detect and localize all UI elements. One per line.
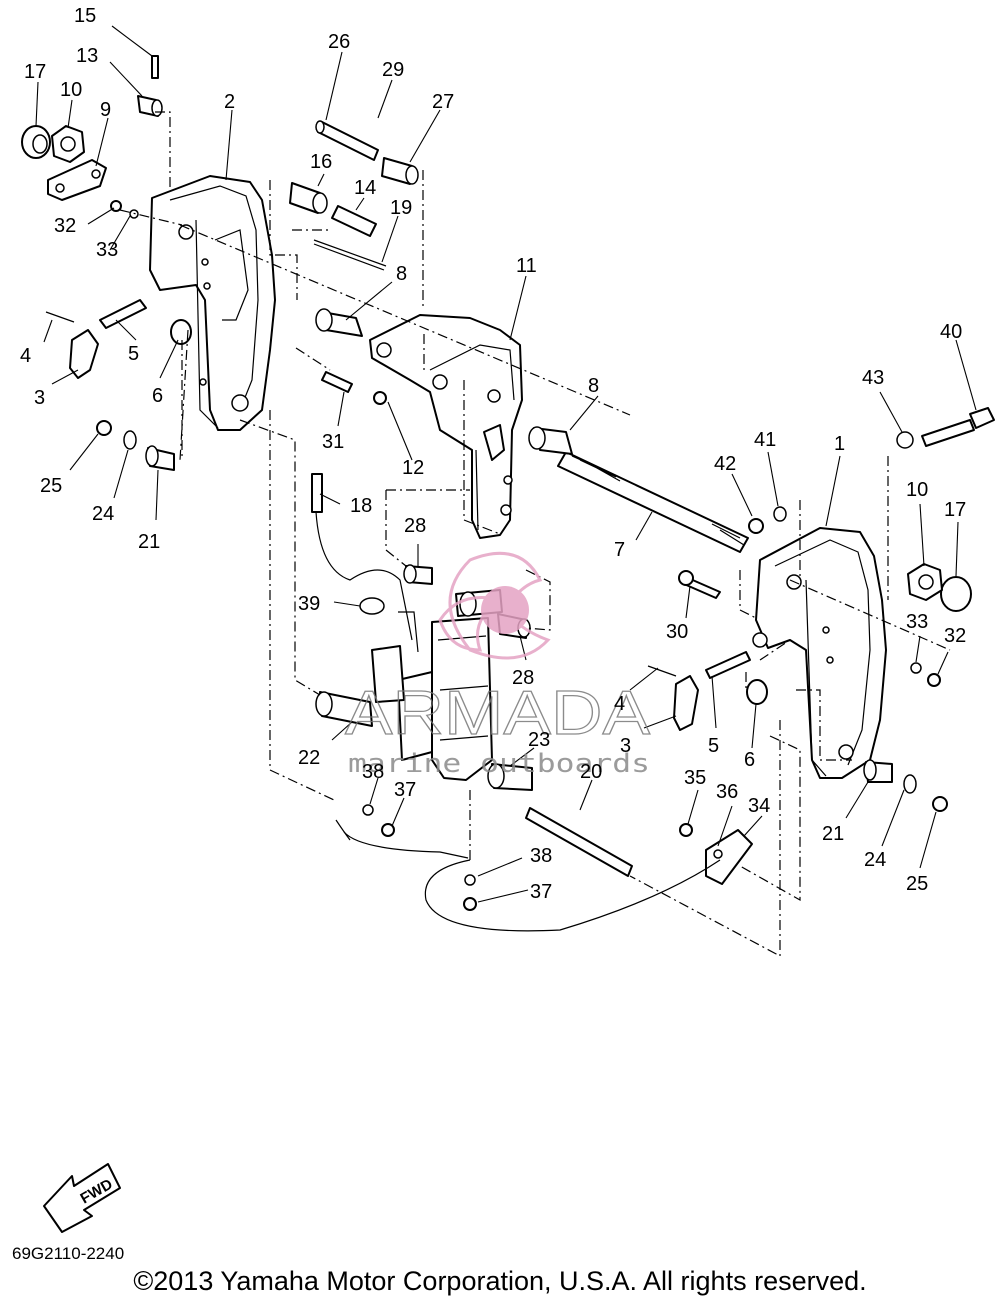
- callout: 3: [620, 735, 631, 757]
- callout: 5: [128, 343, 139, 365]
- callout: 4: [20, 345, 31, 367]
- callout: 30: [666, 621, 688, 643]
- callout: 16: [310, 151, 332, 173]
- callout: 28: [512, 667, 534, 689]
- callout: 21: [138, 531, 160, 553]
- callout: 25: [906, 873, 928, 895]
- callout: 31: [322, 431, 344, 453]
- watermark-tagline: marine outboards: [348, 749, 650, 779]
- callout: 10: [906, 479, 928, 501]
- callout: 37: [530, 881, 552, 903]
- callout: 29: [382, 59, 404, 81]
- callout: 36: [716, 781, 738, 803]
- fwd-arrow: FWD: [43, 1163, 121, 1233]
- callout: 11: [516, 255, 537, 277]
- callout: 28: [404, 515, 426, 537]
- callout: 3: [34, 387, 45, 409]
- callout: 27: [432, 91, 454, 113]
- callout: 5: [708, 735, 719, 757]
- callout: 13: [76, 45, 98, 67]
- callout: 35: [684, 767, 706, 789]
- callout: 19: [390, 197, 412, 219]
- callout: 38: [530, 845, 552, 867]
- callout: 25: [40, 475, 62, 497]
- callout: 24: [864, 849, 886, 871]
- tilt-shaft: [557, 451, 749, 553]
- callout: 15: [74, 5, 96, 27]
- callout: 1: [834, 433, 845, 455]
- callout: 24: [92, 503, 114, 525]
- callout: 8: [396, 263, 407, 285]
- callout: 43: [862, 367, 884, 389]
- callout: 34: [748, 795, 770, 817]
- callout: 39: [298, 593, 320, 615]
- watermark-brand: ARMADA: [345, 679, 651, 748]
- watermark: ARMADA marine outboards: [344, 551, 651, 779]
- cables: [315, 511, 721, 932]
- callout: 37: [394, 779, 416, 801]
- callout: 40: [940, 321, 962, 343]
- callout: 4: [614, 693, 625, 715]
- callout: 41: [754, 429, 776, 451]
- callout: 7: [614, 539, 625, 561]
- leader-lines: [35, 25, 977, 903]
- left-clamp-bracket: [149, 175, 276, 431]
- trim-tilt-unit: [371, 589, 503, 781]
- callout: 33: [96, 239, 118, 261]
- bushing-parts: [21, 55, 972, 877]
- callout: 9: [100, 99, 111, 121]
- callout: 33: [906, 611, 928, 633]
- right-clamp-bracket: [752, 527, 887, 779]
- catalog-code: 69G2110-2240: [12, 1244, 125, 1263]
- callout: 17: [944, 499, 966, 521]
- callout: 8: [588, 375, 599, 397]
- callout: 12: [402, 457, 424, 479]
- callout: 2: [224, 91, 235, 113]
- callout: 17: [24, 61, 46, 83]
- callout: 6: [744, 749, 755, 771]
- callout: 20: [580, 761, 602, 783]
- callout: 42: [714, 453, 736, 475]
- callout: 6: [152, 385, 163, 407]
- callout: 32: [54, 215, 76, 237]
- callout: 18: [350, 495, 372, 517]
- callout: 10: [60, 79, 82, 101]
- fasteners: [45, 200, 995, 911]
- callout: 32: [944, 625, 966, 647]
- callout: 21: [822, 823, 844, 845]
- callout: 14: [354, 177, 376, 199]
- swivel-bracket: [369, 314, 523, 539]
- callout: 26: [328, 31, 350, 53]
- callout: 22: [298, 747, 320, 769]
- callout-labels: 15 13 17 10 9 2 26 29 27 16 14 19 32 33 …: [20, 5, 966, 903]
- callout: 23: [528, 729, 550, 751]
- callout: 38: [362, 761, 384, 783]
- centerlines: [119, 111, 951, 957]
- copyright-notice: ©2013 Yamaha Motor Corporation, U.S.A. A…: [133, 1266, 867, 1296]
